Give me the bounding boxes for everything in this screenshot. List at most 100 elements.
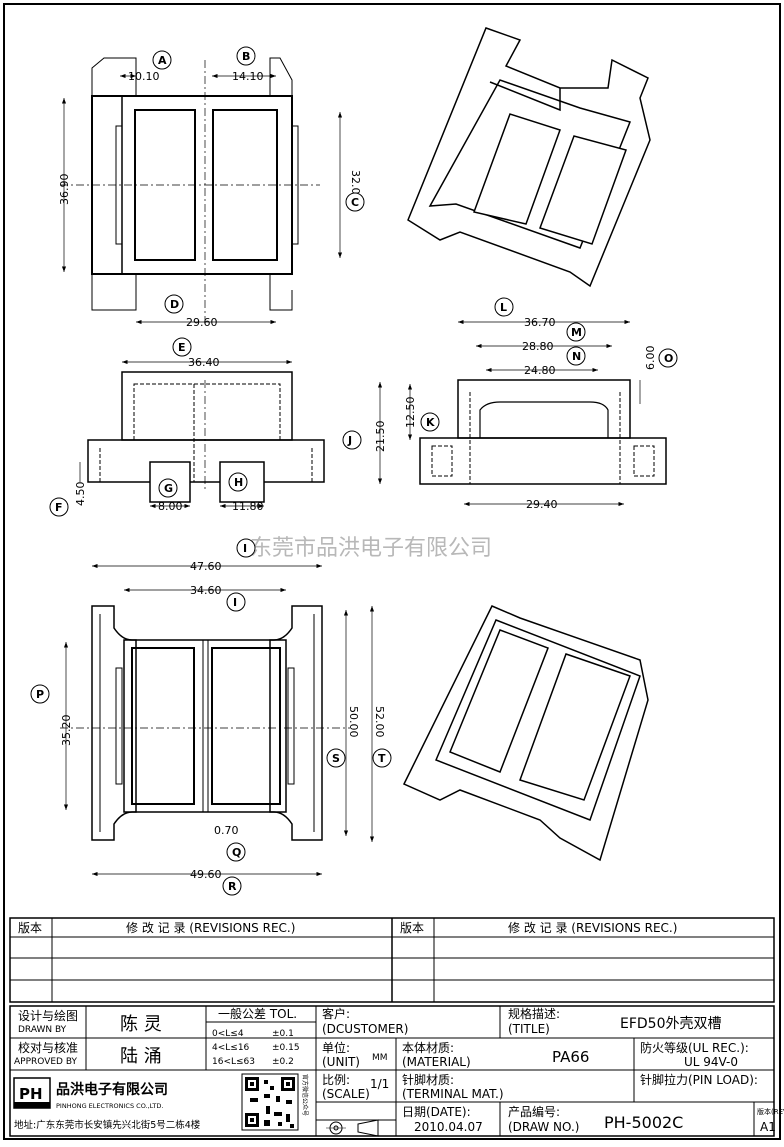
bubble-p: P [36, 688, 44, 701]
dim-21-50: 21.50 [374, 421, 387, 453]
dim-6-00: 6.00 [644, 346, 657, 371]
company-address: 地址:广东东莞市长安镇先兴北街5号二栋4楼 [14, 1119, 201, 1131]
terminal-material-label: 针脚材质: [402, 1072, 454, 1087]
dim-35-20: 35.20 [60, 715, 73, 747]
top-plan-view [60, 57, 343, 325]
approved-by-label-en: APPROVED BY [14, 1057, 78, 1067]
tol-value-2: ±0.15 [272, 1043, 300, 1053]
bubble-a: A [158, 54, 167, 67]
unit-value: MM [372, 1053, 388, 1063]
material-label-en: (MATERIAL) [402, 1055, 471, 1069]
draw-no-label-en: (DRAW NO.) [508, 1120, 579, 1134]
qr-side-caption: 官方微信公众号 [301, 1074, 309, 1116]
dim-29-40: 29.40 [526, 498, 558, 511]
dim-50-00: 50.00 [347, 706, 360, 738]
tol-range-3: 16<L≤63 [212, 1057, 255, 1067]
title-value: EFD50外壳双槽 [620, 1015, 722, 1032]
dim-8-00: 8.00 [158, 500, 183, 513]
revisions-table [9, 917, 775, 1003]
rev-col-version-left: 版本 [18, 921, 42, 935]
date-label: 日期(DATE): [402, 1105, 471, 1119]
front-elevation-view [79, 359, 325, 509]
tolerance-title: 一般公差 TOL. [218, 1006, 297, 1021]
bubble-j: J [347, 434, 352, 447]
bubble-q: Q [232, 846, 241, 859]
company-logo: PH [13, 1077, 51, 1109]
dim-52-00: 52.00 [373, 706, 386, 738]
dim-24-80: 24.80 [524, 364, 556, 377]
revision-value: A1 [760, 1120, 776, 1134]
scale-label: 比例: [322, 1073, 350, 1087]
drawn-by-name: 陈 灵 [120, 1014, 162, 1035]
tol-range-2: 4<L≤16 [212, 1043, 250, 1053]
dim-11-80: 11.80 [232, 500, 264, 513]
tol-value-3: ±0.2 [272, 1057, 294, 1067]
bubble-c: C [351, 196, 359, 209]
unit-label: 单位: [322, 1040, 350, 1055]
customer-label-en: (DCUSTOMER) [322, 1022, 408, 1036]
draw-no-value: PH-5002C [604, 1113, 683, 1132]
isometric-top-view [407, 27, 651, 288]
bubble-r: R [228, 880, 237, 893]
sheet-border [3, 3, 781, 1140]
dim-4-50: 4.50 [74, 482, 87, 507]
bubble-s: S [332, 752, 340, 765]
scale-value: 1/1 [370, 1077, 389, 1091]
rev-col-record-left: 修 改 记 录 (REVISIONS REC.) [126, 920, 295, 935]
bubble-i: I [243, 542, 247, 555]
bubble-h: H [234, 476, 243, 489]
bubble-d: D [170, 298, 179, 311]
dim-36-70: 36.70 [524, 316, 556, 329]
tol-range-1: 0<L≤4 [212, 1029, 244, 1039]
rev-col-record-right: 修 改 记 录 (REVISIONS REC.) [508, 920, 677, 935]
terminal-material-label-en: (TERMINAL MAT.) [402, 1087, 504, 1101]
material-label: 本体材质: [402, 1041, 454, 1055]
drawn-by-label-en: DRAWN BY [18, 1025, 67, 1035]
dim-12-50: 12.50 [404, 397, 417, 429]
bubble-i-2: I [233, 596, 237, 609]
isometric-bottom-view [402, 605, 649, 862]
customer-label: 客户: [322, 1006, 350, 1021]
scale-label-en: (SCALE) [322, 1087, 370, 1101]
approved-by-label-cn: 校对与核准 [18, 1040, 78, 1055]
qr-code-icon [241, 1073, 299, 1131]
dim-14-10: 14.10 [232, 70, 264, 83]
revision-label: 版本(REV): [757, 1107, 784, 1116]
company-name-en: PINHONG ELECTRONICS CO.,LTD. [56, 1102, 163, 1110]
tol-value-1: ±0.1 [272, 1029, 294, 1039]
side-elevation-view [377, 319, 667, 507]
callout-bubbles [30, 46, 678, 896]
bubble-m: M [571, 326, 582, 339]
dim-0-70: 0.70 [214, 824, 239, 837]
approved-by-name: 陆 涌 [120, 1046, 162, 1067]
dim-34-60: 34.60 [190, 584, 222, 597]
drawn-by-label-cn: 设计与绘图 [18, 1008, 78, 1023]
dim-36-40: 36.40 [188, 356, 220, 369]
ul-rating-label: 防火等级(UL REC.): [640, 1040, 749, 1055]
bubble-e: E [178, 341, 186, 354]
dim-36-90: 36.90 [58, 174, 71, 206]
logo-mark: PH [19, 1085, 43, 1103]
bubble-f: F [55, 501, 63, 514]
dim-29-60: 29.60 [186, 316, 218, 329]
title-label-en: (TITLE) [508, 1022, 550, 1036]
bubble-l: L [500, 301, 507, 314]
bubble-t: T [378, 752, 386, 765]
bubble-b: B [242, 50, 250, 63]
bubble-k: K [426, 416, 435, 429]
ul-rating-value: UL 94V-0 [684, 1055, 738, 1069]
company-name-cn: 品洪电子有限公司 [56, 1081, 168, 1098]
date-value: 2010.04.07 [414, 1120, 483, 1134]
dim-47-60: 47.60 [190, 560, 222, 573]
title-block-grid [9, 1005, 775, 1137]
dim-49-60: 49.60 [190, 868, 222, 881]
dim-10-10: 10.10 [128, 70, 160, 83]
bottom-plan-view [60, 563, 375, 877]
material-value: PA66 [552, 1048, 589, 1066]
bubble-n: N [572, 350, 581, 363]
callout-letters: A B C D E F G H I J K L M N O P Q R S T … [36, 50, 673, 893]
bubble-g: G [164, 482, 173, 495]
unit-label-en: (UNIT) [322, 1055, 360, 1069]
